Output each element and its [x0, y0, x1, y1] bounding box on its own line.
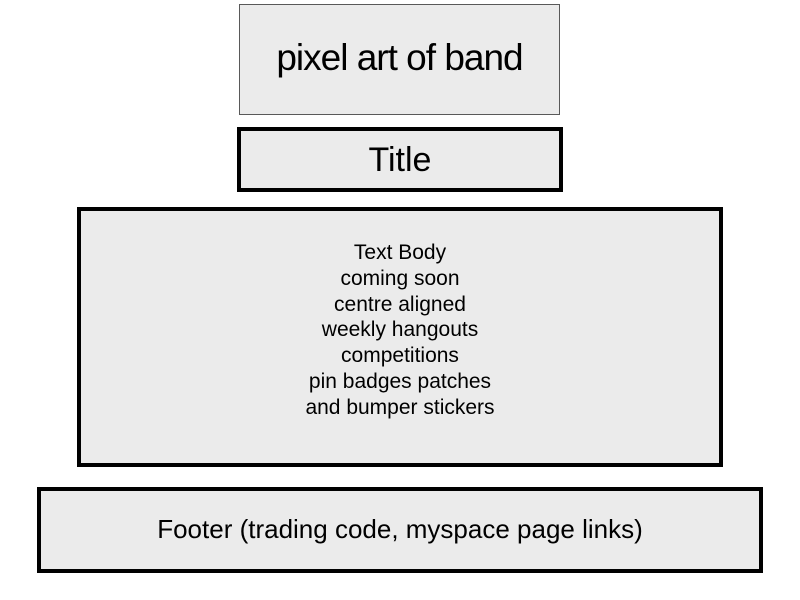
footer-box: Footer (trading code, myspace page links… [37, 487, 763, 573]
title-box: Title [237, 127, 563, 192]
text-body-line: and bumper stickers [305, 395, 495, 419]
text-body-line: weekly hangouts [321, 318, 479, 342]
text-body-line: competitions [341, 344, 459, 368]
text-body-line: Text Body [353, 241, 447, 264]
text-body-line: pin badges patches [308, 369, 492, 393]
text-body-line: centre aligned [334, 292, 466, 316]
text-body-box: Text Body coming soon centre aligned wee… [77, 207, 723, 467]
pixel-art-label: pixel art of band [276, 36, 523, 78]
text-body-lines: Text Body coming soon centre aligned wee… [305, 240, 494, 421]
pixel-art-placeholder: pixel art of band [239, 4, 560, 115]
text-body-line: coming soon [340, 266, 460, 290]
footer-label: Footer (trading code, myspace page links… [157, 513, 643, 544]
title-label: Title [368, 141, 432, 179]
